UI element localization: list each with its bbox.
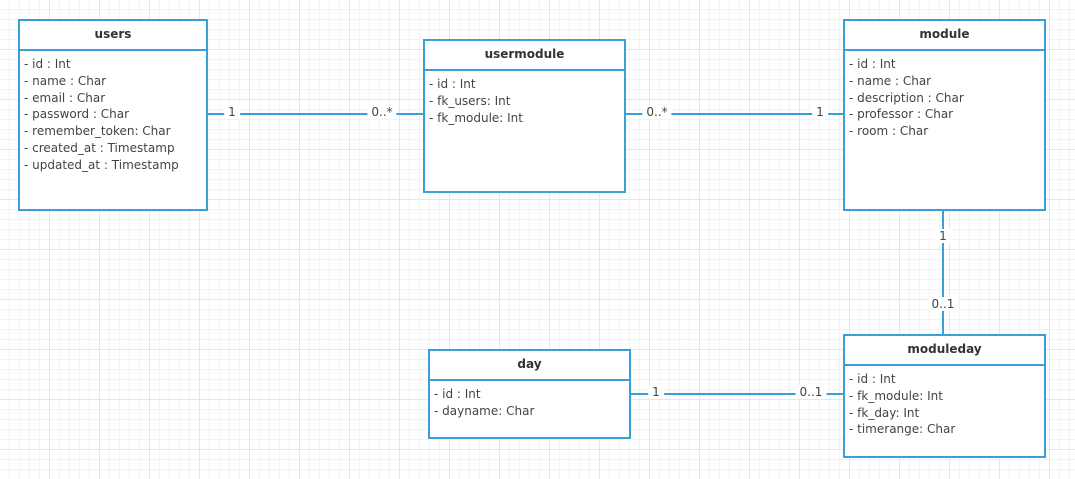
field-item: - fk_day: Int bbox=[849, 405, 920, 420]
multiplicity-label: 1 bbox=[935, 229, 951, 243]
field-list: - id : Int - fk_module: Int - fk_day: In… bbox=[845, 366, 1044, 438]
field-item: - fk_module: Int bbox=[429, 110, 523, 125]
field-item: - id : Int bbox=[849, 57, 896, 71]
field-list: - id : Int - name : Char - description :… bbox=[845, 51, 1044, 140]
field-item: - room : Char bbox=[849, 124, 929, 139]
multiplicity-label: 0..1 bbox=[927, 297, 959, 311]
field-item: - updated_at : Timestamp bbox=[24, 157, 179, 172]
entity-title: module bbox=[845, 21, 1044, 51]
field-list: - id : Int - name : Char - email : Char … bbox=[20, 51, 206, 174]
field-list: - id : Int - fk_users: Int - fk_module: … bbox=[425, 71, 624, 126]
multiplicity-label: 0..* bbox=[367, 105, 397, 119]
field-item: - dayname: Char bbox=[434, 403, 535, 418]
entity-moduleday[interactable]: moduleday - id : Int - fk_module: Int - … bbox=[843, 334, 1046, 458]
entity-day[interactable]: day - id : Int - dayname: Char bbox=[428, 349, 631, 439]
field-item: - id : Int bbox=[434, 387, 481, 401]
entity-module[interactable]: module - id : Int - name : Char - descri… bbox=[843, 19, 1046, 211]
entity-title: moduleday bbox=[845, 336, 1044, 366]
field-item: - fk_module: Int bbox=[849, 388, 943, 403]
multiplicity-label: 1 bbox=[648, 385, 664, 399]
field-item: - remember_token: Char bbox=[24, 124, 171, 139]
multiplicity-label: 1 bbox=[224, 105, 240, 119]
entity-title: users bbox=[20, 21, 206, 51]
field-item: - id : Int bbox=[429, 77, 476, 91]
entity-title: usermodule bbox=[425, 41, 624, 71]
field-list: - id : Int - dayname: Char bbox=[430, 381, 629, 420]
field-item: - email : Char bbox=[24, 90, 106, 105]
field-item: - professor : Char bbox=[849, 107, 954, 122]
field-item: - description : Char bbox=[849, 90, 964, 105]
multiplicity-label: 0..* bbox=[642, 105, 672, 119]
field-item: - password : Char bbox=[24, 107, 130, 122]
field-item: - name : Char bbox=[849, 73, 932, 88]
entity-usermodule[interactable]: usermodule - id : Int - fk_users: Int - … bbox=[423, 39, 626, 193]
field-item: - name : Char bbox=[24, 73, 107, 88]
field-item: - id : Int bbox=[849, 372, 896, 386]
entity-users[interactable]: users - id : Int - name : Char - email :… bbox=[18, 19, 208, 211]
field-item: - timerange: Char bbox=[849, 422, 956, 437]
multiplicity-label: 1 bbox=[812, 105, 828, 119]
multiplicity-label: 0..1 bbox=[795, 385, 827, 399]
entity-title: day bbox=[430, 351, 629, 381]
field-item: - id : Int bbox=[24, 57, 71, 71]
field-item: - fk_users: Int bbox=[429, 93, 511, 108]
field-item: - created_at : Timestamp bbox=[24, 140, 175, 155]
